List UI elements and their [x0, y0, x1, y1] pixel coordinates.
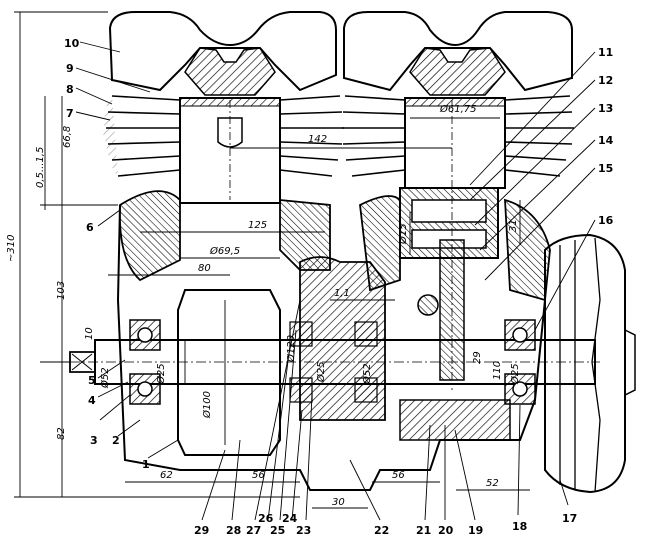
cylinder-head-right — [343, 11, 573, 96]
dim-bore-right: Ø61,75 — [439, 103, 477, 115]
dimension-lines — [14, 11, 530, 509]
dim-flywheel-dia: Ø100 — [201, 391, 213, 419]
dim-right-dia: 110 — [492, 361, 503, 380]
part-number-9: 9 — [66, 62, 74, 75]
part-number-3: 3 — [90, 434, 98, 447]
dim-key-width: 10 — [84, 327, 95, 340]
dim-cyl-center: 125 — [248, 220, 267, 231]
dim-bearing-center: Ø52 — [361, 363, 373, 385]
dim-shaft-right: Ø25 — [509, 363, 521, 385]
part-number-23: 23 — [296, 524, 311, 537]
dim-crank-dia: Ø120 — [285, 335, 297, 363]
dim-base-56b: 56 — [392, 470, 405, 481]
part-number-25: 25 — [270, 524, 285, 537]
dim-bearing-outer-left: Ø52 — [99, 367, 111, 389]
part-number-15: 15 — [598, 162, 613, 175]
part-number-24: 24 — [282, 512, 298, 525]
part-number-16: 16 — [598, 214, 614, 227]
part-number-28: 28 — [226, 524, 241, 537]
part-number-17: 17 — [562, 512, 577, 525]
part-number-21: 21 — [416, 524, 431, 537]
crankcase — [116, 190, 551, 491]
dim-base-30: 30 — [332, 497, 345, 508]
dim-lower-height: 82 — [56, 427, 67, 440]
dim-cyl-spacing: 142 — [308, 134, 327, 145]
dim-base-56a: 56 — [252, 470, 265, 481]
part-number-29: 29 — [194, 524, 209, 537]
dim-crankcase-height: 103 — [56, 281, 67, 300]
part-number-6: 6 — [86, 221, 94, 234]
dim-base-62: 62 — [160, 470, 173, 481]
part-number-19: 19 — [468, 524, 483, 537]
part-number-22: 22 — [374, 524, 389, 537]
pulley — [544, 233, 636, 494]
piston-left — [179, 97, 281, 204]
dim-rod-size: 29 — [472, 351, 483, 364]
part-number-10: 10 — [64, 37, 80, 50]
dim-gap: 0,5...1,5 — [35, 147, 46, 188]
part-number-14: 14 — [598, 134, 614, 147]
dim-pin-dia: Ø15 — [397, 223, 409, 245]
cylinder-fins-right — [342, 95, 574, 177]
part-number-20: 20 — [438, 524, 454, 537]
part-number-4: 4 — [88, 394, 96, 407]
part-number-11: 11 — [598, 46, 613, 59]
part-number-7: 7 — [66, 107, 74, 120]
part-number-18: 18 — [512, 520, 527, 533]
dim-bore-left: Ø69,5 — [209, 245, 240, 257]
dim-shaft-center: Ø25 — [315, 361, 327, 383]
dim-left-offset: 80 — [198, 263, 211, 274]
part-number-8: 8 — [66, 83, 74, 96]
dim-base-52: 52 — [486, 478, 499, 489]
part-numbers: 1 2 3 4 5 6 7 8 9 10 11 12 13 14 15 16 1… — [64, 37, 614, 537]
part-number-1: 1 — [142, 458, 150, 471]
part-number-13: 13 — [598, 102, 613, 115]
dim-gap-small: 1,1 — [334, 288, 350, 299]
dim-shaft-left: Ø25 — [155, 363, 167, 385]
dimension-labels: ~310 66,8 0,5...1,5 103 82 10 Ø52 Ø25 Ø1… — [6, 103, 521, 508]
part-number-26: 26 — [258, 512, 274, 525]
part-number-12: 12 — [598, 74, 613, 87]
cylinder-head-left — [108, 11, 337, 96]
dim-rod-offset: 31 — [508, 219, 519, 232]
part-number-2: 2 — [112, 434, 120, 447]
piston-right — [399, 97, 506, 390]
cylinder-fins-left — [103, 95, 344, 177]
dim-overall-height: ~310 — [6, 235, 17, 262]
part-number-27: 27 — [246, 524, 261, 537]
crankshaft — [69, 239, 600, 456]
part-number-5: 5 — [88, 374, 96, 387]
dim-cyl-height: 66,8 — [62, 126, 73, 148]
leader-lines — [75, 41, 596, 521]
